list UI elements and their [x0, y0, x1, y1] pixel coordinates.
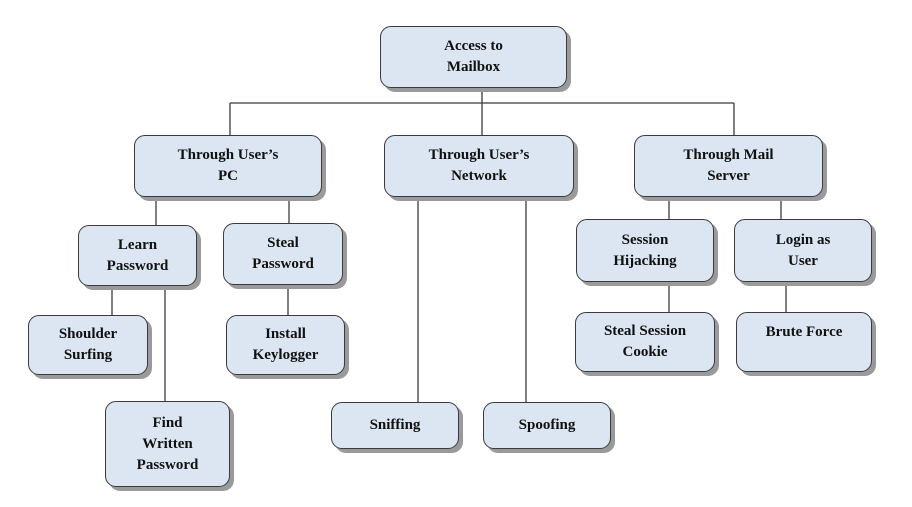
node-label: Spoofing [518, 417, 576, 433]
node-learn-password: Learn Password [78, 225, 197, 286]
node-steal-password: Steal Password [223, 223, 343, 285]
node-through-mail-server: Through Mail Server [634, 135, 823, 197]
node-label: Through User’s PC [177, 147, 279, 184]
node-find-written-password: Find Written Password [105, 401, 230, 487]
node-label: Through Mail Server [683, 147, 774, 184]
node-label: Sniffing [369, 417, 421, 433]
node-brute-force: Brute Force [736, 312, 872, 372]
node-label: Learn Password [106, 236, 169, 274]
node-session-hijacking: Session Hijacking [576, 219, 714, 282]
node-steal-session-cookie: Steal Session Cookie [575, 312, 715, 372]
node-login-as-user: Login as User [734, 219, 872, 282]
node-label: Find Written Password [136, 414, 199, 473]
node-install-keylogger: Install Keylogger [226, 315, 345, 375]
node-sniffing: Sniffing [331, 402, 459, 449]
node-through-users-pc: Through User’s PC [134, 135, 322, 197]
node-spoofing: Spoofing [483, 402, 611, 449]
node-label: Access to Mailbox [444, 38, 503, 75]
node-label: Install Keylogger [252, 326, 319, 363]
node-label: Steal Session Cookie [603, 323, 687, 360]
edge-root-to-branches [229, 88, 735, 135]
node-label: Through User’s Network [428, 147, 530, 184]
node-shoulder-surfing: Shoulder Surfing [28, 315, 148, 375]
node-label: Steal Password [252, 235, 314, 272]
node-label: Session Hijacking [613, 231, 677, 269]
node-label: Brute Force [765, 324, 843, 340]
node-through-users-network: Through User’s Network [384, 135, 574, 197]
node-access-to-mailbox: Access to Mailbox [380, 26, 567, 88]
node-label: Shoulder Surfing [58, 326, 118, 363]
node-label: Login as User [775, 231, 831, 269]
